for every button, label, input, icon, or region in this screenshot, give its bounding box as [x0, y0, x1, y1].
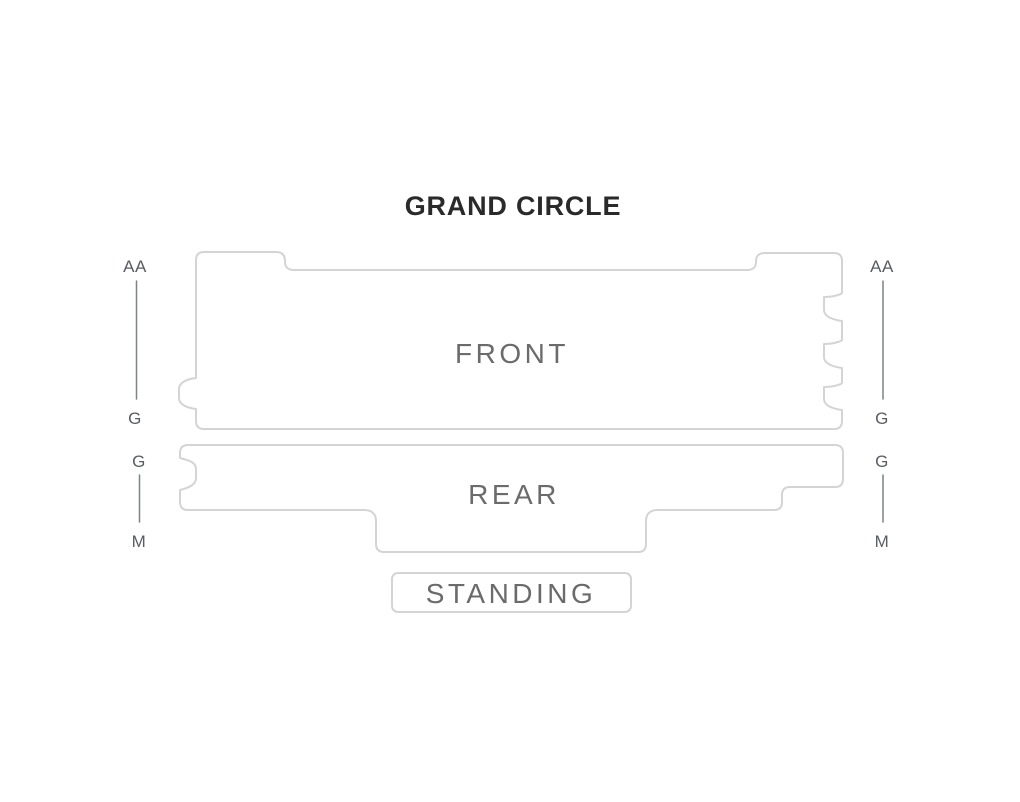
section-front[interactable]: [178, 251, 843, 430]
row-range-rear-right: G M: [875, 452, 890, 551]
row-range-front-right: AA G: [870, 257, 894, 428]
section-standing[interactable]: [391, 572, 632, 613]
section-standing-label: STANDING: [426, 578, 597, 609]
row-label-front-end-right: G: [875, 409, 889, 428]
row-label-front-end-left: G: [128, 409, 142, 428]
row-label-rear-end-left: M: [132, 532, 147, 551]
row-range-rear-left: G M: [132, 452, 147, 551]
row-range-front-left: AA G: [123, 257, 147, 428]
row-label-front-start-left: AA: [123, 257, 147, 276]
section-rear[interactable]: [179, 444, 844, 553]
row-label-rear-start-left: G: [132, 452, 146, 471]
row-label-front-start-right: AA: [870, 257, 894, 276]
section-front-label: FRONT: [455, 338, 569, 369]
section-rear-label: REAR: [468, 479, 560, 510]
page-title: GRAND CIRCLE: [405, 191, 622, 221]
row-label-rear-end-right: M: [875, 532, 890, 551]
row-label-rear-start-right: G: [875, 452, 889, 471]
